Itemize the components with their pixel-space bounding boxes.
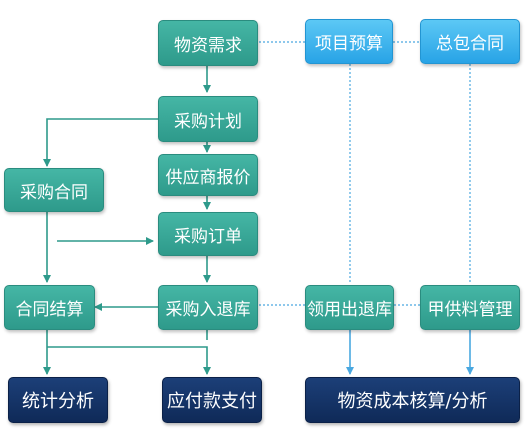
node-general-contract: 总包合同 (420, 19, 520, 64)
node-purchase-in-return: 采购入退库 (158, 285, 258, 330)
node-purchase-plan: 采购计划 (158, 96, 258, 142)
arrow-settlement-to-payment (47, 346, 211, 375)
node-material-demand: 物资需求 (158, 20, 258, 66)
node-supplier-quote: 供应商报价 (158, 154, 258, 196)
node-requisition-out-return: 领用出退库 (305, 285, 394, 330)
node-cost-accounting: 物资成本核算/分析 (305, 377, 520, 423)
node-owner-supplied-material: 甲供料管理 (420, 285, 520, 330)
node-purchase-order: 采购订单 (158, 212, 258, 256)
node-statistical-analysis: 统计分析 (8, 377, 108, 423)
arrow-plan-to-purchase-contract (43, 118, 158, 167)
node-project-budget: 项目预算 (305, 19, 393, 64)
node-contract-settlement: 合同结算 (4, 285, 95, 330)
node-payment-due: 应付款支付 (162, 377, 262, 423)
node-purchase-contract: 采购合同 (4, 168, 104, 212)
